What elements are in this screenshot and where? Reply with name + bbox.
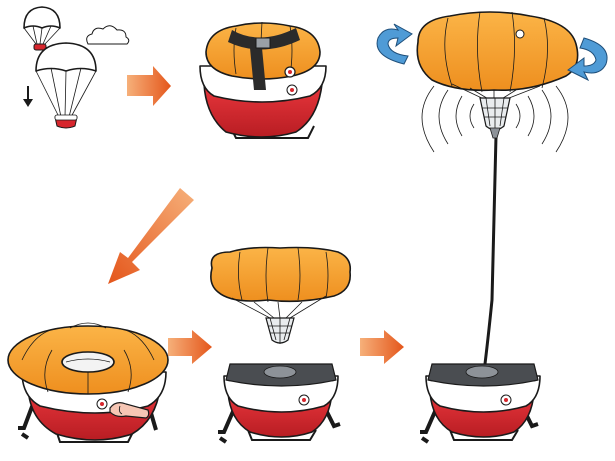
rotation-arrow-icon: [567, 37, 608, 82]
sound-waves-icon: [421, 85, 569, 153]
canopy-inflating-panel: [7, 322, 169, 443]
hand-icon: [109, 402, 150, 419]
device-icon: [420, 363, 541, 444]
down-arrow-icon: [23, 86, 33, 107]
balloon-icon: [416, 11, 579, 139]
step-arrow: [360, 330, 404, 364]
inflatable-ring-icon: [7, 322, 169, 395]
step-arrow: [127, 66, 171, 106]
aerial-lift-panel: [420, 135, 541, 444]
canopy-lifting-panel: [210, 246, 352, 444]
rotation-arrow-icon: [376, 23, 413, 65]
airborne-balloon-panel: [376, 11, 608, 153]
cloud-icon: [86, 25, 130, 45]
tether-icon: [482, 135, 498, 373]
step-arrow: [168, 330, 212, 364]
parachute-icon: [35, 42, 97, 129]
device-icon: [218, 363, 341, 444]
packed-device-panel: [199, 21, 327, 139]
parachute-drop-panel: [23, 6, 130, 129]
parachute-icon: [23, 6, 61, 51]
balloon-icon: [210, 246, 352, 344]
step-arrow: [108, 188, 194, 284]
device-icon: [199, 21, 327, 139]
